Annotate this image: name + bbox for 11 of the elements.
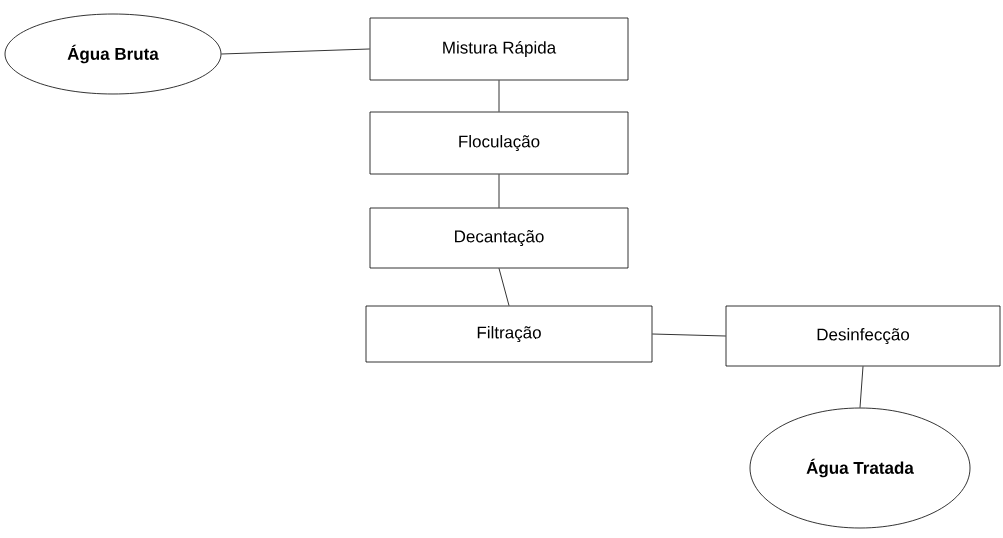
connector-line	[498, 268, 510, 306]
connector-line	[221, 48, 370, 55]
connector-line	[652, 333, 726, 337]
process-box: Decantação	[369, 207, 629, 269]
process-box: Filtração	[365, 305, 653, 363]
process-box: Mistura Rápida	[369, 17, 629, 81]
connector-line	[859, 366, 864, 408]
process-box: Floculação	[369, 111, 629, 175]
connector-line	[498, 174, 500, 208]
process-box: Desinfecção	[725, 305, 1001, 367]
connector-line	[498, 80, 500, 112]
